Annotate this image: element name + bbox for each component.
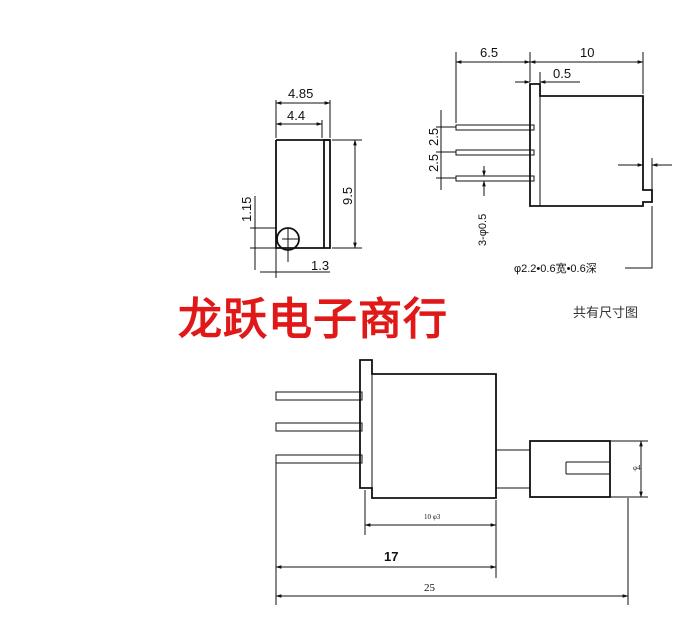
dim-4-85: 4.85	[288, 86, 313, 101]
bottom-knob	[529, 440, 611, 498]
bottom-pin-3	[275, 454, 363, 464]
hole-note-leader	[625, 206, 653, 269]
bottom-view-body	[359, 359, 497, 499]
front-view-body	[275, 139, 331, 249]
bottom-pin-1	[275, 391, 363, 401]
dim-10: 10	[580, 45, 594, 60]
all-dimensions-note: 共有尺寸图	[573, 306, 639, 321]
side-view-body	[529, 83, 653, 207]
shop-banner: 龙跃电子商行	[178, 294, 448, 345]
dim-pin-dia: 3-φ0.5	[477, 214, 489, 246]
dim-6-5: 6.5	[480, 45, 498, 60]
dim-small-label: 10 φ3	[424, 513, 441, 521]
dim-25: 25	[424, 582, 436, 594]
dim-1-15: 1.15	[239, 197, 254, 222]
side-view: 6.5 10 0.5 2.5 2.5 3-φ0.5 φ2.2•0.6宽•0.6深	[426, 45, 672, 275]
dim-17: 17	[384, 549, 398, 564]
side-pin-1	[455, 124, 535, 131]
bottom-shaft	[495, 449, 531, 489]
dim-0-5: 0.5	[553, 66, 571, 81]
dim-9-5: 9.5	[340, 187, 355, 205]
side-pin-3	[455, 175, 535, 182]
front-view: 4.85 4.4 9.5 1.15 1.3	[239, 86, 362, 278]
bottom-pin-2	[275, 422, 363, 432]
dim-pitch-1: 2.5	[426, 128, 441, 146]
dim-shaft-dia: φ4	[633, 464, 641, 472]
dim-4-4: 4.4	[287, 108, 305, 123]
bottom-view: φ4 10 φ3 17 25	[275, 359, 648, 605]
hole-note: φ2.2•0.6宽•0.6深	[514, 261, 597, 275]
side-pin-2	[455, 149, 535, 156]
dim-pitch-2: 2.5	[426, 154, 441, 172]
dim-1-3: 1.3	[311, 258, 329, 273]
